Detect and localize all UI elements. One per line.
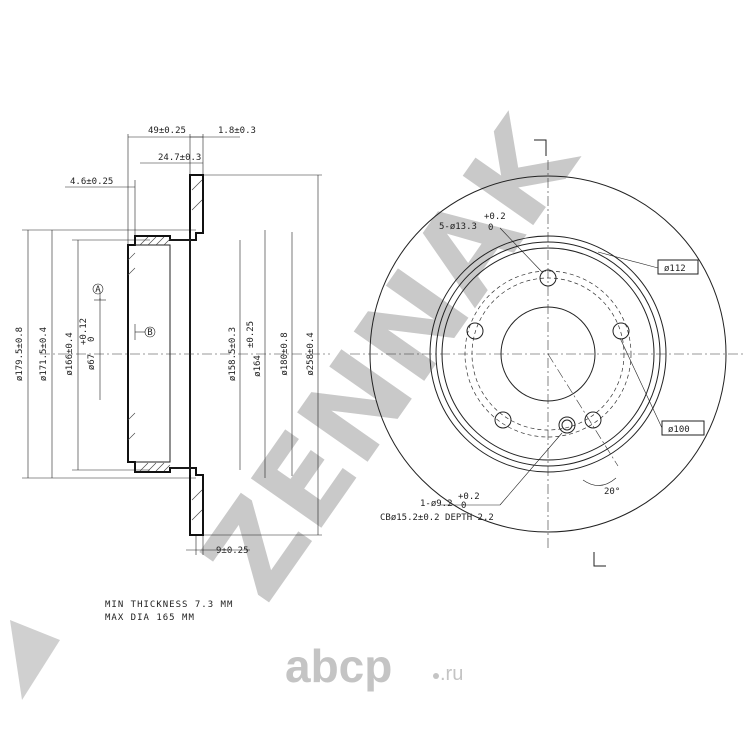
side-section-view: A B 49±0.25 1.8±0.3 24.7±0.3 4.6±0.25 9±…: [15, 126, 330, 556]
watermark-arrow: [10, 620, 60, 700]
brand-tld: .ru: [440, 663, 463, 685]
front-view: ø112 ø100 5-ø13.3 +0.2 0 1-ø9.2 +0.2 0 C…: [350, 139, 744, 567]
dim-158-5: ø158.5±0.3: [228, 327, 238, 381]
cb-depth-label: CBø15.2±0.2 DEPTH 2.2: [380, 513, 494, 523]
notes: MIN THICKNESS 7.3 MM MAX DIA 165 MM: [105, 600, 233, 623]
dim-166: ø166±0.4: [65, 332, 75, 375]
dim-171-5: ø171.5±0.4: [39, 327, 49, 381]
dim-67-tol-zero: 0: [87, 337, 97, 342]
hole1-tol-zero: 0: [461, 501, 466, 511]
min-thickness-note: MIN THICKNESS 7.3 MM: [105, 600, 233, 610]
bolt-holes: [466, 269, 630, 434]
holes5-tol: +0.2: [484, 212, 506, 222]
hole1-label: 1-ø9.2: [420, 499, 453, 509]
dim-180: ø180±0.8: [280, 332, 290, 375]
datum-a-marker: [92, 283, 104, 295]
brand-name: abcp: [285, 640, 392, 692]
dim-9: 9±0.25: [216, 546, 249, 556]
pcd112-label: ø112: [664, 264, 686, 274]
pcd112-box: [657, 259, 699, 275]
brand-logo: abcp .ru: [285, 640, 463, 692]
watermark: ZENNAK: [176, 92, 605, 623]
datum-a-label: A: [95, 285, 101, 295]
datum-b-marker: [144, 326, 156, 338]
dim-67-tol: +0.12: [79, 318, 89, 345]
holes5-tol-zero: 0: [488, 223, 493, 233]
dim-49: 49±0.25: [148, 126, 186, 136]
dim-1-8: 1.8±0.3: [218, 126, 256, 136]
holes5-label: 5-ø13.3: [439, 222, 477, 232]
dim-164: ø164: [253, 355, 263, 377]
dim-24-7: 24.7±0.3: [158, 153, 201, 163]
datum-b-label: B: [147, 328, 152, 338]
dim-67: ø67: [87, 354, 97, 370]
watermark-text: ZENNAK: [176, 92, 605, 623]
pcd100-box: [661, 420, 705, 436]
angle-label: 20°: [604, 487, 620, 497]
pcd100-label: ø100: [668, 425, 690, 435]
dim-164-tol: ±0.25: [246, 321, 256, 348]
hole1-tol: +0.2: [458, 492, 480, 502]
dim-179-5: ø179.5±0.8: [15, 327, 25, 381]
max-dia-note: MAX DIA 165 MM: [105, 613, 195, 623]
dim-258: ø258±0.4: [306, 332, 316, 375]
dim-4-6: 4.6±0.25: [70, 177, 113, 187]
